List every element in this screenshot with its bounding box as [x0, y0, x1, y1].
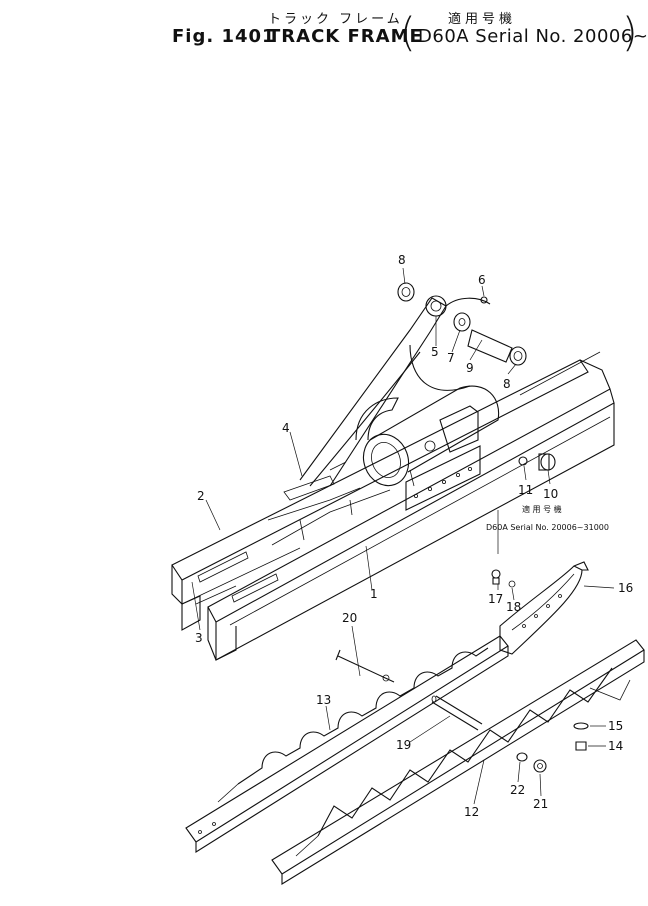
note-japanese: 適 用 号 機: [522, 504, 562, 514]
open-paren: (: [400, 10, 416, 56]
close-paren: ): [622, 10, 638, 56]
lower-guard-right: [271, 639, 645, 885]
callout-10: 10: [543, 487, 558, 501]
japanese-title: トラック フレーム: [268, 12, 403, 27]
callout-1: 1: [370, 587, 378, 601]
callout-21: 21: [533, 797, 548, 811]
long-bolt: [335, 649, 395, 683]
callout-13: 13: [316, 693, 331, 707]
callout-3: 3: [195, 631, 203, 645]
callout-14: 14: [608, 739, 623, 753]
callout-2: 2: [197, 489, 205, 503]
callout-15: 15: [608, 719, 623, 733]
figure-title: TRACK FRAME: [268, 26, 423, 47]
lower-guard-left: [185, 635, 509, 853]
track-frame-main: [171, 351, 615, 661]
leader-lines: [191, 267, 615, 805]
callout-17: 17: [488, 592, 503, 606]
callout-6: 6: [478, 273, 486, 287]
callout-4: 4: [282, 421, 290, 435]
callout-20: 20: [342, 611, 357, 625]
track-guard: [499, 561, 589, 655]
callout-18: 18: [506, 600, 521, 614]
callout-7: 7: [447, 351, 455, 365]
callout-16: 16: [618, 581, 633, 595]
serial-applicability: D60A Serial No. 20006~: [418, 26, 648, 47]
pivot-housing: [355, 385, 500, 487]
guard-bolt-washer: [491, 569, 516, 588]
callout-5: 5: [431, 345, 439, 359]
rod: [431, 695, 483, 731]
callout-8a: 8: [398, 253, 406, 267]
callout-11: 11: [518, 483, 533, 497]
small-hardware: [516, 722, 589, 773]
applicability-japanese: 適用号機: [448, 12, 517, 27]
note-serial-range: D60A Serial No. 20006~31000: [486, 523, 609, 532]
callout-12: 12: [464, 805, 479, 819]
pivot-pin-set: [397, 282, 527, 366]
applicability-note: 適 用 号 機 D60A Serial No. 20006~31000: [486, 504, 609, 532]
callout-19: 19: [396, 738, 411, 752]
callout-8b: 8: [503, 377, 511, 391]
figure-number: Fig. 1401: [172, 26, 276, 47]
callout-9: 9: [466, 361, 474, 375]
callouts: 1 2 3 4 5 6 7 8 8 9 10 11 12 13 14 15 16…: [195, 253, 633, 819]
equalizer-arm: [283, 295, 491, 501]
callout-22: 22: [510, 783, 525, 797]
